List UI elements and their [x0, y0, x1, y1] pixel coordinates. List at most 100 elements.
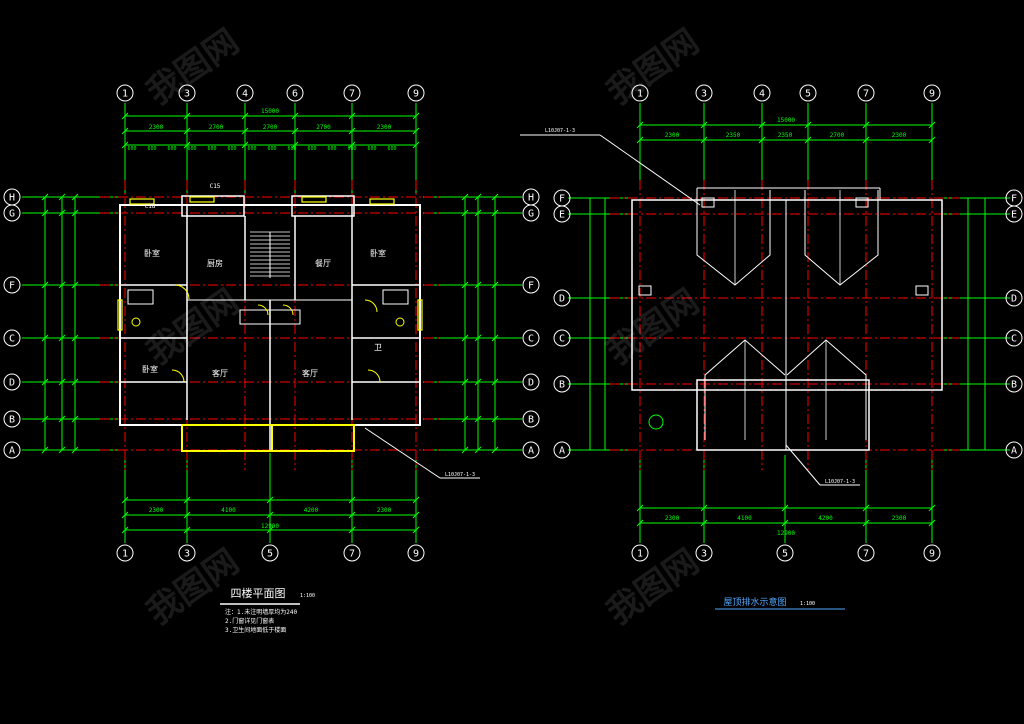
dimension-tick	[58, 446, 66, 454]
dimension-tick	[121, 526, 129, 534]
axis-label-top: 1	[122, 89, 128, 100]
axis-bubble	[631, 544, 649, 562]
dimension-tick	[348, 526, 356, 534]
dimension-tick	[121, 496, 129, 504]
row-label-right: H	[528, 193, 534, 204]
dimension-tick	[58, 415, 66, 423]
dimension-tick	[71, 193, 79, 201]
room-label: 厨房	[207, 258, 223, 268]
toilet	[395, 317, 405, 327]
dimension-tick	[491, 378, 499, 386]
window	[369, 198, 395, 205]
dimension-tick	[183, 141, 191, 149]
row-label-right: C	[528, 334, 534, 345]
dimension-tick	[700, 136, 708, 144]
callout-text: L10J07-1-3	[545, 128, 575, 134]
roof-drain	[855, 197, 869, 208]
row-label-left: F	[9, 281, 15, 292]
dimension-tick	[183, 496, 191, 504]
dimension-tick	[58, 193, 66, 201]
axis-bubble	[522, 204, 540, 222]
dimension-tick	[41, 334, 49, 342]
axis-label-bottom: 1	[637, 549, 643, 560]
axis-bubble	[286, 84, 304, 102]
row-label-left: B	[9, 415, 15, 426]
dimension-small: 600	[347, 146, 356, 152]
dimension-tick	[183, 112, 191, 120]
drain-marker	[648, 414, 664, 430]
dimension-segment: 2300	[149, 507, 164, 514]
dimension-tick	[928, 121, 936, 129]
dimension-tick	[491, 281, 499, 289]
dimension-tick	[183, 526, 191, 534]
dimension-tick	[348, 112, 356, 120]
dimension-segment: 2300	[377, 124, 392, 131]
dimension-tick	[121, 511, 129, 519]
axis-bubble	[553, 289, 571, 307]
window	[189, 196, 215, 203]
axis-label-bottom: 3	[184, 549, 190, 560]
axis-label-bottom: 9	[413, 549, 419, 560]
roof-drain	[701, 197, 715, 208]
dimension-segment: 4200	[304, 507, 319, 514]
door-swing	[364, 299, 378, 313]
axis-bubble	[1005, 441, 1023, 459]
axis-bubble	[857, 544, 875, 562]
axis-label-top: 3	[701, 89, 707, 100]
dimension-tick	[758, 121, 766, 129]
dimension-total: 15000	[777, 117, 795, 124]
dimension-segment: 2700	[209, 124, 224, 131]
title-scale: 1:100	[300, 593, 315, 599]
dimension-tick	[474, 281, 482, 289]
dimension-tick	[636, 519, 644, 527]
dimension-total: 12900	[261, 523, 279, 530]
dimension-tick	[183, 511, 191, 519]
axis-bubble	[3, 204, 21, 222]
dimension-tick	[58, 334, 66, 342]
callout-leader	[785, 444, 821, 486]
dimension-tick	[491, 415, 499, 423]
dimension-tick	[41, 415, 49, 423]
dimension-tick	[291, 112, 299, 120]
row-label-right: A	[1011, 446, 1017, 457]
dimension-tick	[636, 136, 644, 144]
bathtub	[127, 289, 154, 305]
axis-bubble	[695, 544, 713, 562]
axis-bubble	[261, 544, 279, 562]
row-label-left: C	[559, 334, 565, 345]
dimension-tick	[804, 121, 812, 129]
axis-bubble	[407, 544, 425, 562]
dimension-tick	[266, 511, 274, 519]
axis-bubble	[3, 410, 21, 428]
dimension-total: 15000	[261, 108, 279, 115]
room-label: 卧室	[370, 248, 386, 258]
roof-outline	[696, 379, 870, 451]
dimension-tick	[474, 193, 482, 201]
axis-bubble	[178, 84, 196, 102]
dimension-tick	[474, 446, 482, 454]
dimension-total: 12900	[777, 530, 795, 537]
axis-label-top: 3	[184, 89, 190, 100]
row-label-left: D	[559, 294, 565, 305]
roof-drain	[915, 285, 929, 296]
row-label-right: E	[1011, 210, 1017, 221]
dimension-tick	[928, 519, 936, 527]
axis-bubble	[3, 373, 21, 391]
dimension-tick	[241, 141, 249, 149]
dimension-tick	[758, 136, 766, 144]
axis-label-bottom: 7	[863, 549, 869, 560]
axis-bubble	[178, 544, 196, 562]
plan-note: 2.门窗详见门窗表	[225, 617, 274, 625]
dimension-tick	[862, 504, 870, 512]
axis-bubble	[407, 84, 425, 102]
dimension-tick	[700, 504, 708, 512]
dimension-small: 600	[327, 146, 336, 152]
window-tag: C15	[210, 183, 221, 190]
roof-outline	[631, 199, 943, 391]
wall	[291, 195, 355, 217]
dimension-tick	[41, 378, 49, 386]
dimension-tick	[41, 281, 49, 289]
callout-leader	[599, 134, 701, 206]
